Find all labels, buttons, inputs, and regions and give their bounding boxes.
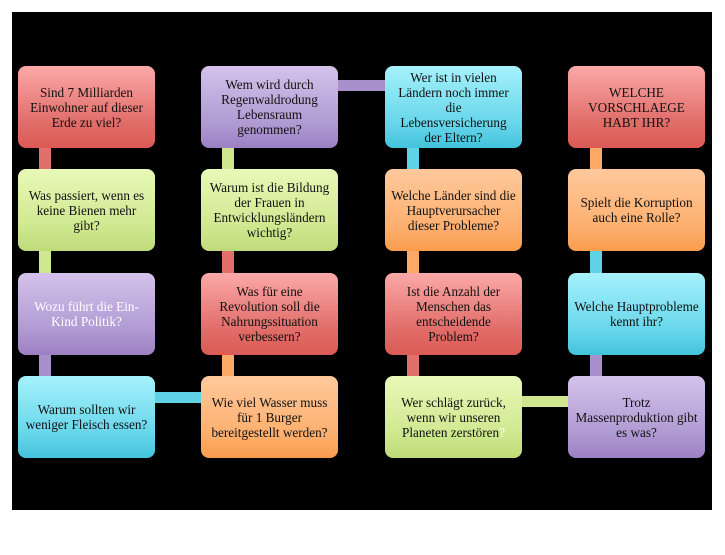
connector: [522, 396, 569, 407]
question-text: Ist die Anzahl der Menschen das entschei…: [406, 284, 501, 344]
connector: [590, 251, 602, 275]
question-box: Ist die Anzahl der Menschen das entschei…: [385, 273, 522, 355]
question-box: WELCHE VORSCHLAEGE HABT IHR?: [568, 66, 705, 148]
question-box: Wer schlägt zurück, wenn wir unseren Pla…: [385, 376, 522, 458]
connector: [222, 355, 234, 379]
question-box: Sind 7 Milliarden Einwohner auf dieser E…: [18, 66, 155, 148]
connector: [222, 251, 234, 275]
connector: [590, 355, 602, 379]
question-text: Welche Hauptprobleme kennt ihr?: [574, 299, 699, 329]
question-box: Wozu führt die Ein-Kind Politik?: [18, 273, 155, 355]
question-mark: ?: [499, 424, 505, 440]
question-box: Welche Länder sind die Hauptverursacher …: [385, 169, 522, 251]
connector: [407, 355, 419, 379]
question-text: Wer ist in vielen Ländern noch immer die…: [398, 69, 509, 145]
connector: [338, 80, 386, 91]
connector: [155, 392, 202, 403]
connector: [222, 148, 234, 172]
question-text: Sind 7 Milliarden Einwohner auf dieser E…: [30, 84, 143, 130]
question-text: Was für eine Revolution soll die Nahrung…: [219, 284, 320, 344]
question-box: Was für eine Revolution soll die Nahrung…: [201, 273, 338, 355]
question-box: Wem wird durch Regenwaldrodung Lebensrau…: [201, 66, 338, 148]
question-box: Trotz Massenproduktion gibt es was?: [568, 376, 705, 458]
question-text: Wie viel Wasser muss für 1 Burger bereit…: [211, 394, 328, 440]
connector: [39, 355, 51, 379]
question-text: Wer schlägt zurück, wenn wir unseren Pla…: [391, 395, 516, 440]
connector: [590, 148, 602, 172]
question-text: Warum sollten wir weniger Fleisch essen?: [25, 402, 148, 432]
connector: [39, 251, 51, 275]
question-text: Spielt die Korruption auch eine Rolle?: [580, 195, 693, 225]
question-text: Was passiert, wenn es keine Bienen mehr …: [28, 187, 145, 233]
question-text-main: Wer schlägt zurück, wenn wir unseren Pla…: [401, 394, 506, 440]
question-box: Spielt die Korruption auch eine Rolle?: [568, 169, 705, 251]
question-text: Wozu führt die Ein-Kind Politik?: [34, 299, 139, 329]
connector: [39, 148, 51, 172]
question-text: Trotz Massenproduktion gibt es was?: [575, 394, 698, 440]
connector: [407, 251, 419, 275]
question-box: Warum sollten wir weniger Fleisch essen?: [18, 376, 155, 458]
question-text: Warum ist die Bildung der Frauen in Entw…: [209, 180, 330, 240]
connector: [407, 148, 419, 172]
question-text: Wem wird durch Regenwaldrodung Lebensrau…: [221, 77, 318, 137]
question-box: Wer ist in vielen Ländern noch immer die…: [385, 66, 522, 148]
question-box: Was passiert, wenn es keine Bienen mehr …: [18, 169, 155, 251]
question-text: Welche Länder sind die Hauptverursacher …: [391, 187, 516, 233]
diagram-canvas: Sind 7 Milliarden Einwohner auf dieser E…: [12, 12, 712, 510]
question-box: Warum ist die Bildung der Frauen in Entw…: [201, 169, 338, 251]
question-box: Welche Hauptprobleme kennt ihr?: [568, 273, 705, 355]
question-box: Wie viel Wasser muss für 1 Burger bereit…: [201, 376, 338, 458]
question-text: WELCHE VORSCHLAEGE HABT IHR?: [588, 84, 685, 130]
